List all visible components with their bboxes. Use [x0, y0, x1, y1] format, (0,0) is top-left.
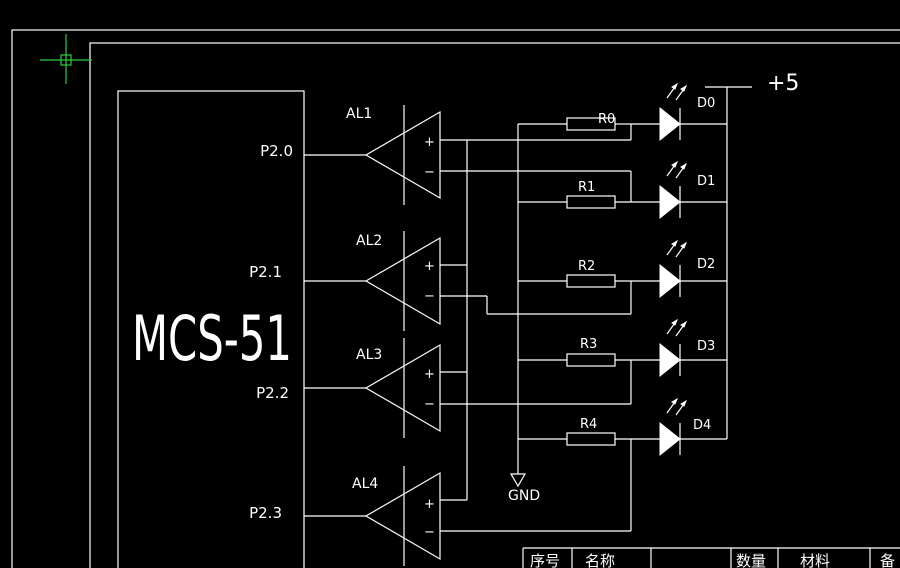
- amp-al4-label: AL4: [352, 476, 378, 492]
- amp-al2-minus: −: [424, 289, 435, 304]
- led-icon: [659, 160, 688, 220]
- led-icon: [659, 239, 688, 299]
- resistor-icon: [566, 274, 616, 288]
- amp-al1-minus: −: [424, 165, 435, 180]
- opamp-icon: [304, 466, 441, 566]
- opamp-icon: [304, 105, 441, 205]
- amp-al1-plus: +: [424, 135, 435, 150]
- led-icon: [659, 397, 688, 457]
- resistor-icon: [566, 353, 616, 367]
- resistor-icon: [566, 432, 616, 446]
- table-header-index: 序号: [530, 552, 560, 568]
- opamp-icon: [304, 338, 441, 438]
- mcs51-chip: [117, 90, 305, 568]
- cursor-crosshair-icon: [40, 34, 92, 84]
- resistor-icon: [566, 195, 616, 209]
- amp-al2-plus: +: [424, 259, 435, 274]
- resistor-r4-label: R4: [580, 417, 597, 432]
- chip-label: MCS-51: [132, 302, 292, 375]
- led-d3-label: D3: [697, 339, 715, 354]
- pin-p23-label: P2.3: [249, 504, 282, 522]
- resistor-icon: [566, 117, 616, 131]
- resistor-r3-label: R3: [580, 337, 597, 352]
- led-d4-label: D4: [693, 418, 711, 433]
- supply-label: +5: [767, 71, 799, 96]
- amp-al4-plus: +: [424, 497, 435, 512]
- table-header-name: 名称: [585, 552, 615, 568]
- title-block-table: [522, 547, 900, 568]
- ground-label: GND: [508, 488, 540, 504]
- inner-border: [89, 42, 900, 568]
- ground-icon: [509, 473, 527, 488]
- table-header-material: 材料: [800, 552, 830, 568]
- amp-al1-label: AL1: [346, 106, 372, 122]
- led-d2-label: D2: [697, 257, 715, 272]
- table-header-remark: 备: [880, 552, 895, 568]
- amp-al3-minus: −: [424, 397, 435, 412]
- led-d1-label: D1: [697, 174, 715, 189]
- table-header-quantity: 数量: [736, 552, 766, 568]
- wiring: [440, 86, 752, 532]
- led-d0-label: D0: [697, 96, 715, 111]
- amp-al2-label: AL2: [356, 233, 382, 249]
- led-icon: [659, 318, 688, 378]
- amp-al3-plus: +: [424, 367, 435, 382]
- led-icon: [659, 82, 688, 142]
- pin-p21-label: P2.1: [249, 263, 282, 281]
- resistor-r1-label: R1: [578, 180, 595, 195]
- amp-al3-label: AL3: [356, 347, 382, 363]
- pin-p20-label: P2.0: [260, 142, 293, 160]
- resistor-r0-label: R0: [598, 112, 615, 127]
- resistor-r2-label: R2: [578, 259, 595, 274]
- opamp-icon: [304, 231, 441, 331]
- outer-border: [11, 29, 900, 568]
- pin-p22-label: P2.2: [256, 384, 289, 402]
- amp-al4-minus: −: [424, 525, 435, 540]
